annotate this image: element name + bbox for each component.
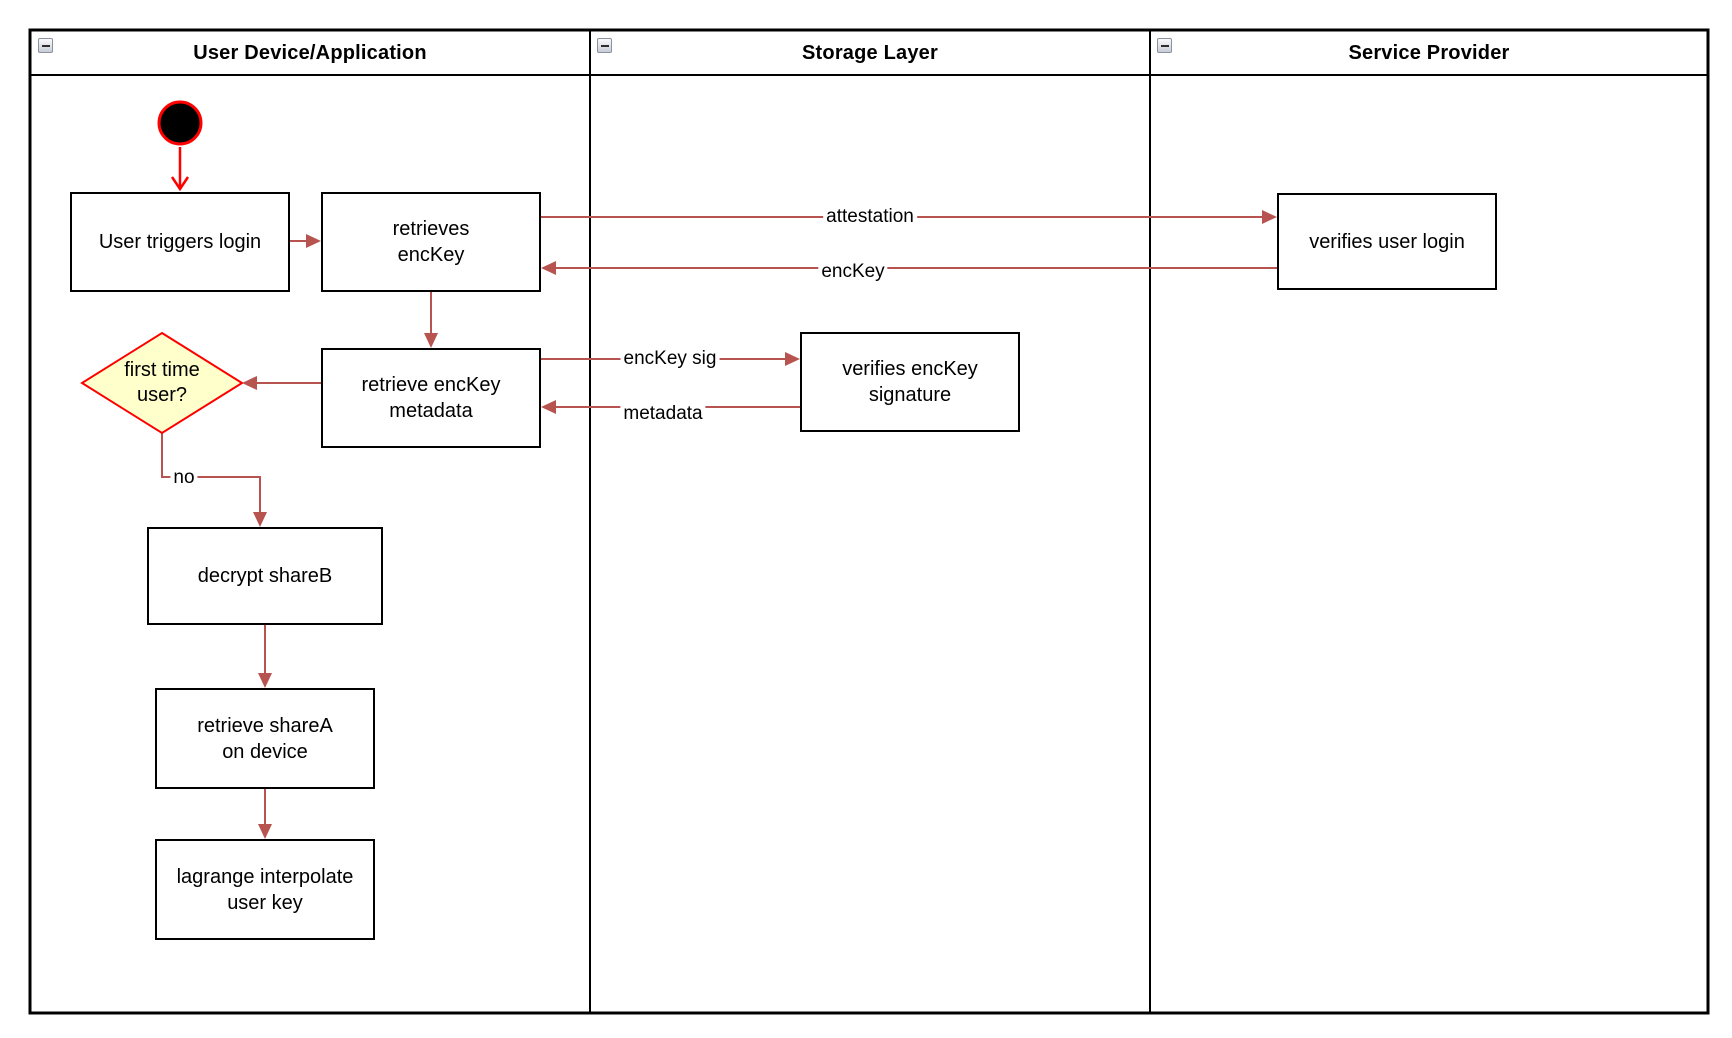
lane-header-service-provider[interactable]: Service Provider (1150, 32, 1708, 74)
lane-header-storage-layer[interactable]: Storage Layer (590, 32, 1150, 74)
collapse-minus-icon[interactable] (38, 38, 53, 53)
lane-title-label: Service Provider (1348, 41, 1510, 64)
node-verifies-enckey-signature[interactable]: verifies encKey signature (800, 332, 1020, 432)
lane-title-label: Storage Layer (802, 41, 938, 64)
node-verifies-user-login[interactable]: verifies user login (1277, 193, 1497, 290)
start-node[interactable] (157, 100, 203, 146)
node-lagrange-interpolate-user-key[interactable]: lagrange interpolate user key (155, 839, 375, 940)
node-user-triggers-login[interactable]: User triggers login (70, 192, 290, 292)
edge-login-to-retrieves-enckey (290, 234, 321, 248)
edge-sharea-to-lagrange (258, 789, 272, 839)
lane-title-label: User Device/Application (193, 41, 427, 64)
edge-label-enckey: encKey (818, 261, 888, 283)
edge-metadata-to-decision (242, 376, 321, 390)
edge-enckey-return (541, 261, 1277, 275)
edge-retrieves-enckey-to-metadata (424, 292, 438, 348)
lane-header-user-device[interactable]: User Device/Application (30, 32, 590, 74)
decision-label: first time user? (124, 359, 200, 406)
collapse-minus-icon[interactable] (597, 38, 612, 53)
node-decrypt-shareb[interactable]: decrypt shareB (147, 527, 383, 625)
swimlane-pool-frame (28, 28, 1710, 1015)
decision-first-time-user[interactable] (80, 331, 244, 435)
minus-glyph (1160, 44, 1169, 47)
edge-decision-no (161, 433, 267, 527)
edge-label-no: no (170, 467, 198, 489)
edge-decrypt-to-sharea (258, 625, 272, 688)
edge-label-enckey-sig: encKey sig (620, 348, 720, 370)
edge-label-metadata: metadata (620, 403, 706, 425)
edge-start-to-login (170, 147, 190, 192)
edge-label-attestation: attestation (823, 206, 917, 228)
node-retrieve-sharea-on-device[interactable]: retrieve shareA on device (155, 688, 375, 789)
node-retrieves-enckey[interactable]: retrieves encKey (321, 192, 541, 292)
minus-glyph (600, 44, 609, 47)
minus-glyph (41, 44, 50, 47)
node-retrieve-enckey-metadata[interactable]: retrieve encKey metadata (321, 348, 541, 448)
collapse-minus-icon[interactable] (1157, 38, 1172, 53)
